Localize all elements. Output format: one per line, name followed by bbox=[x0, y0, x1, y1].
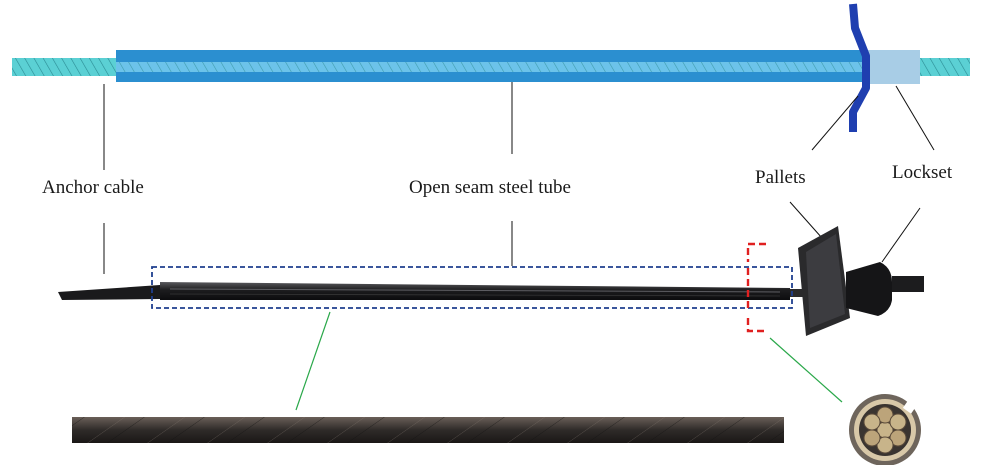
schematic-pallet bbox=[849, 3, 870, 132]
cable-tail bbox=[58, 285, 160, 300]
leader-pallets-top bbox=[811, 95, 859, 151]
schematic-cable-right bbox=[918, 58, 970, 76]
callout-cable-photo bbox=[295, 311, 331, 411]
lockset-nut bbox=[846, 262, 892, 316]
leader-pallets-bottom bbox=[789, 201, 823, 239]
leader-lockset-bottom bbox=[881, 207, 921, 263]
label-pallets: Pallets bbox=[755, 167, 806, 188]
schematic-cable-left bbox=[12, 58, 120, 76]
cable-cross-section bbox=[849, 394, 921, 465]
schematic-steel-tube bbox=[116, 50, 868, 82]
section-marker bbox=[746, 242, 766, 333]
label-open-seam-steel-tube: Open seam steel tube bbox=[409, 177, 571, 198]
callout-cross-section bbox=[769, 337, 843, 403]
leader-lockset-top bbox=[895, 85, 935, 151]
label-lockset: Lockset bbox=[892, 162, 953, 183]
anchor-cable-photo bbox=[72, 417, 784, 443]
anchor-photo bbox=[58, 226, 924, 336]
label-anchor-cable: Anchor cable bbox=[42, 177, 144, 198]
schematic-lockset bbox=[866, 50, 920, 84]
tube-highlight-box bbox=[151, 266, 793, 309]
